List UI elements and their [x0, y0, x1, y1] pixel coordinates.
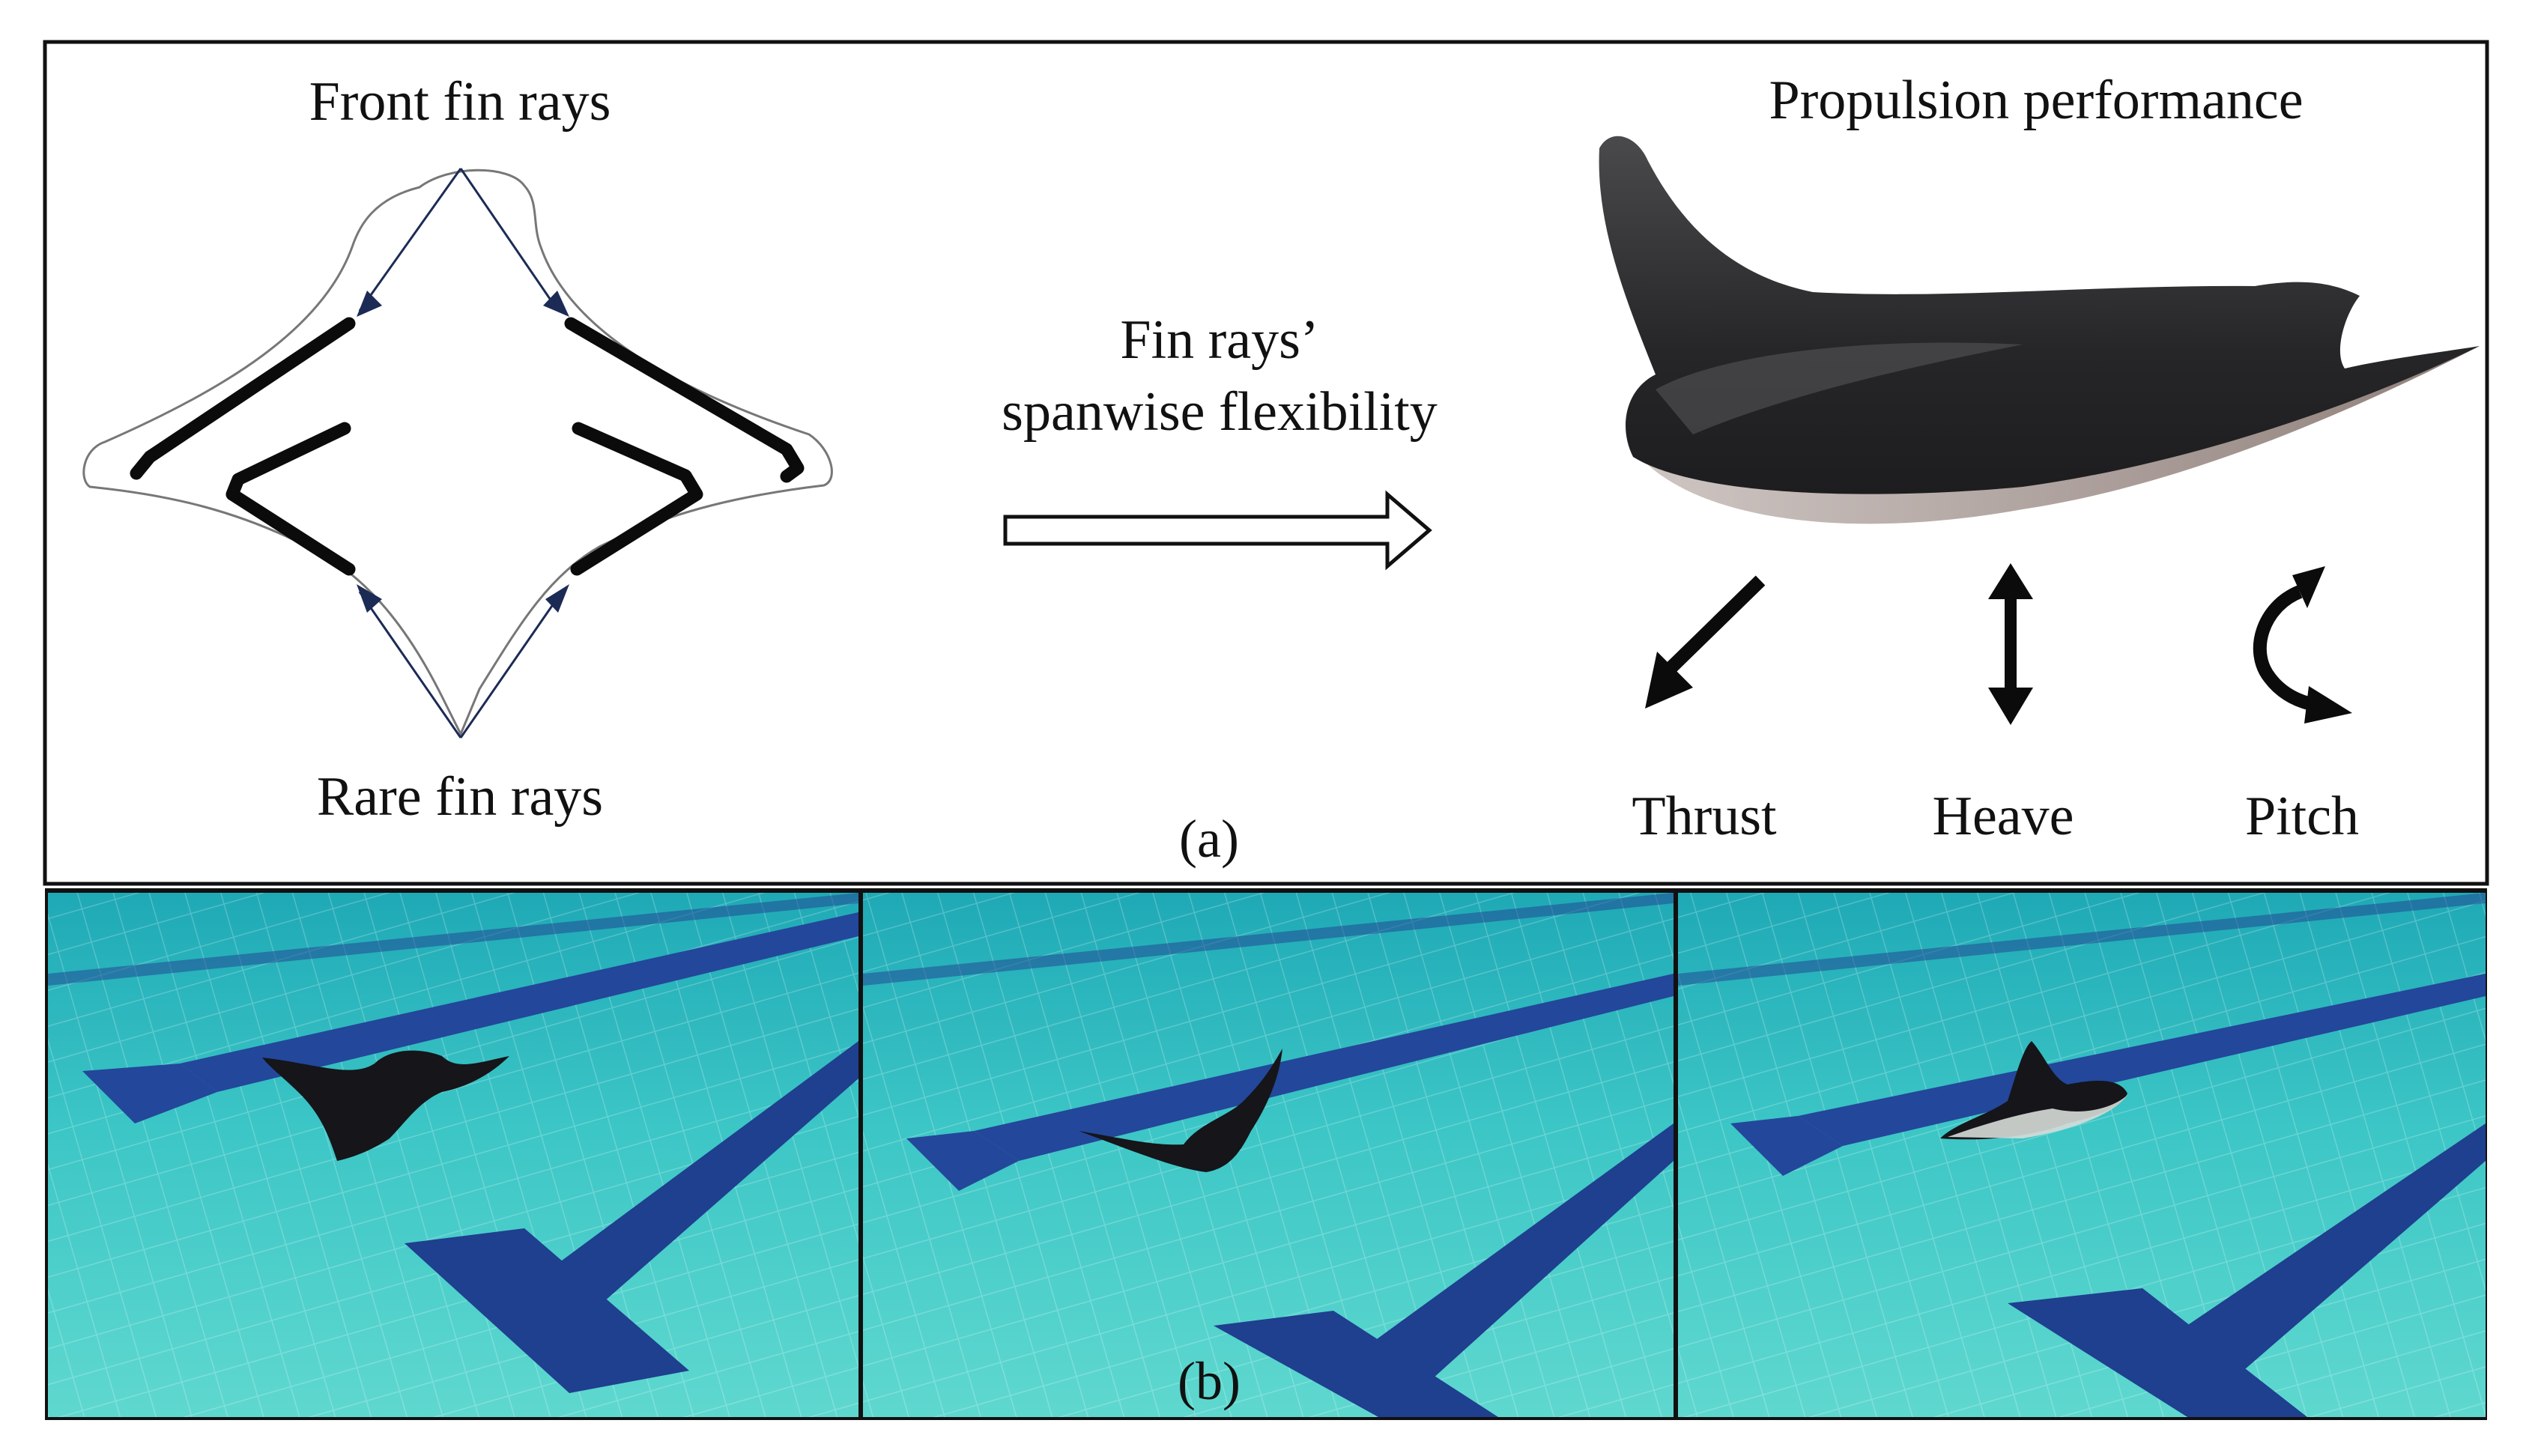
robot-photo-2 [1079, 1049, 1282, 1172]
front-fin-ray-left [130, 317, 356, 480]
marker-front-left [357, 291, 382, 317]
rare-fin-ray-right [570, 422, 703, 576]
propulsion-title: Propulsion performance [1769, 70, 2303, 131]
caption-a: (a) [1179, 809, 1239, 869]
thrust-arrow [1645, 575, 1766, 709]
manta-outline [82, 169, 833, 737]
motion-label-heave: Heave [1933, 786, 2074, 847]
motion-label-pitch: Pitch [2245, 786, 2359, 847]
pool-photo-1 [48, 893, 858, 1417]
pool-photo-2 [863, 893, 1674, 1417]
marker-rare-left [357, 584, 382, 613]
pool-photo-3 [1678, 893, 2486, 1417]
marker-rare-right [545, 584, 569, 613]
spanwise-flexibility-label: spanwise flexibility [1002, 381, 1438, 443]
rare-fin-ray-left [225, 422, 356, 576]
fin-ray-diagram [82, 168, 833, 738]
motion-label-thrust: Thrust [1632, 786, 1777, 847]
rare-fin-rays-label: Rare fin rays [317, 766, 603, 828]
heave-arrow [1988, 563, 2033, 725]
pitch-arrow [2253, 566, 2352, 724]
fin-rays-label: Fin rays’ [1120, 309, 1318, 371]
robot-manta-render [1599, 136, 2480, 524]
robot-photo-1 [262, 1050, 509, 1161]
hollow-arrow [1003, 490, 1432, 571]
front-fin-rays-label: Front fin rays [309, 71, 611, 133]
marker-front-right [543, 291, 569, 317]
caption-b: (b) [1178, 1351, 1241, 1411]
front-fin-ray-right [564, 317, 805, 483]
